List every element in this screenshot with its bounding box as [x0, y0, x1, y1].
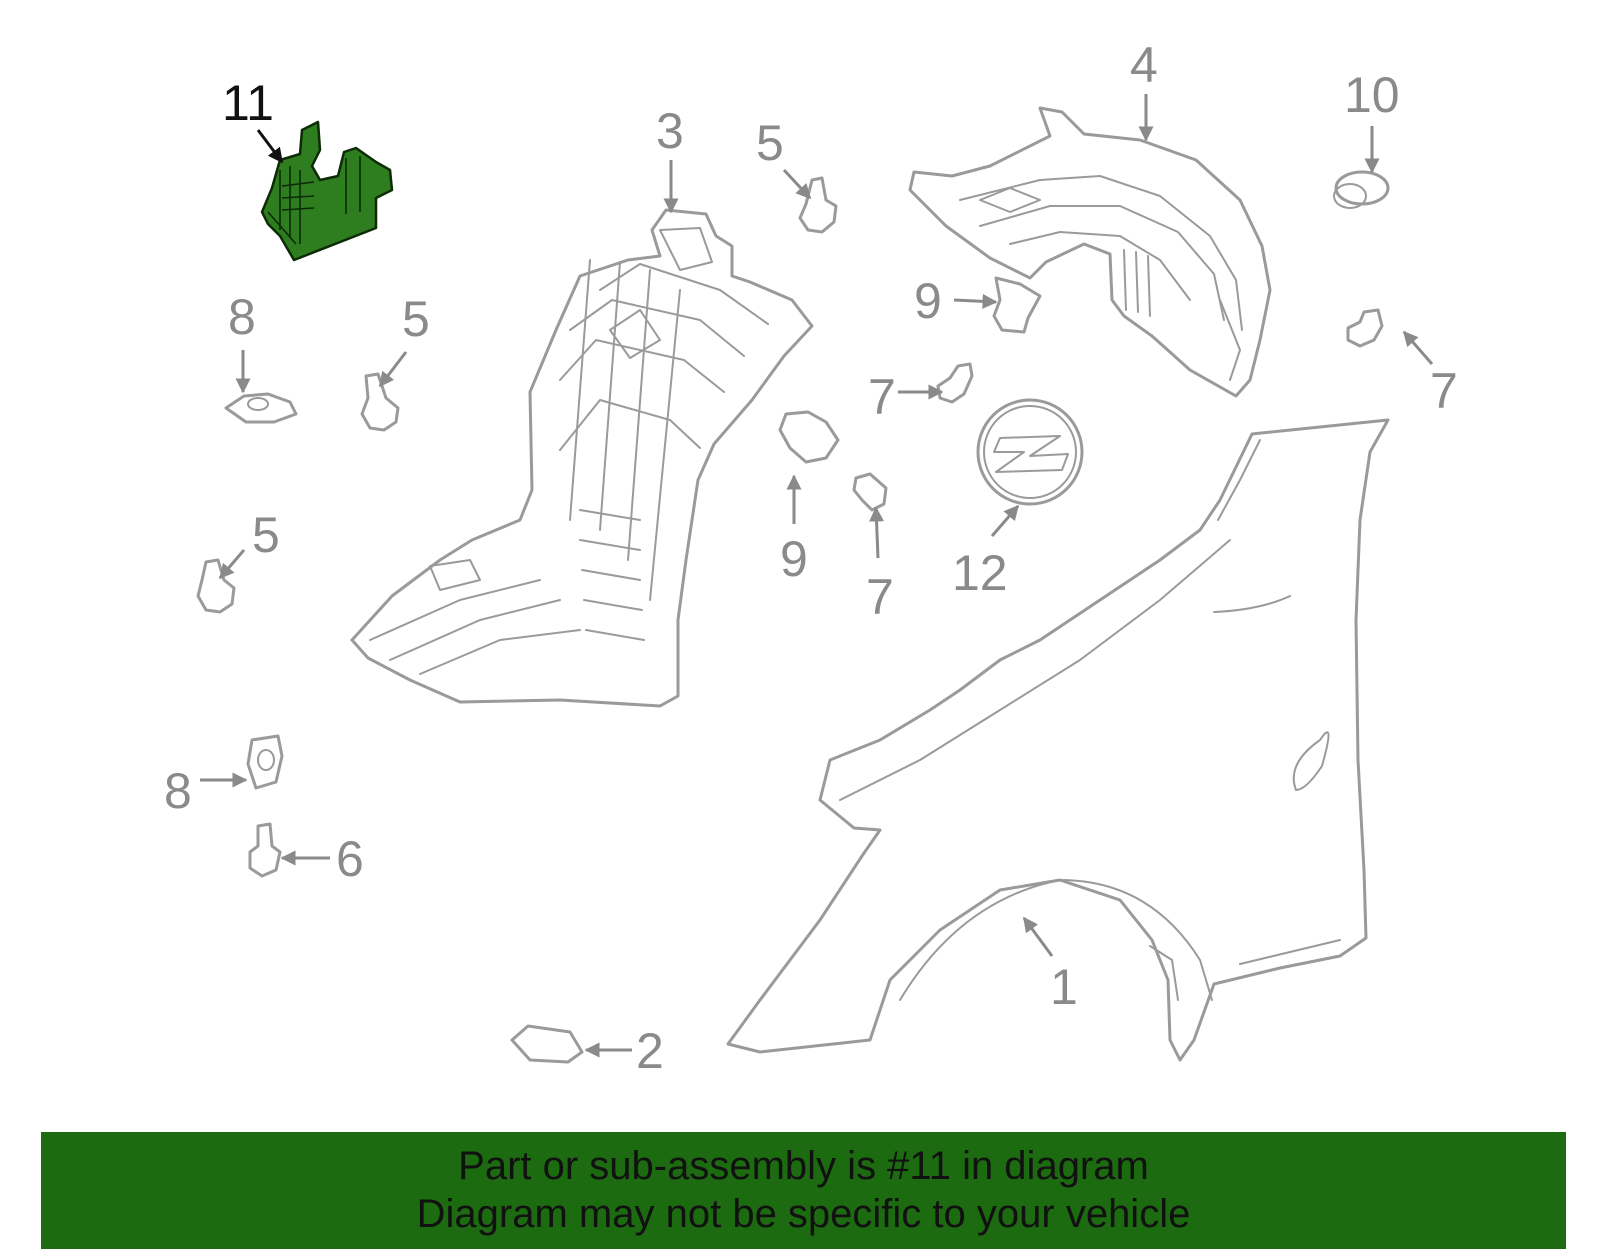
part-7-bolt-c [1346, 308, 1384, 348]
callout-9-b: 9 [780, 531, 808, 587]
callout-5-a: 5 [756, 115, 784, 171]
callout-6: 6 [336, 831, 364, 887]
part-5-clip-b [360, 372, 400, 432]
callout-7-a: 7 [868, 369, 896, 425]
callout-8-a: 8 [228, 289, 256, 345]
footer-banner: Part or sub-assembly is #11 in diagram D… [41, 1132, 1566, 1249]
leader-lines [200, 94, 1434, 1058]
part-12-emblem [976, 398, 1084, 506]
callout-9-a: 9 [914, 273, 942, 329]
part-1-fender-panel [726, 418, 1390, 1062]
callout-10: 10 [1344, 67, 1400, 123]
part-9-clip-b [778, 410, 840, 464]
callout-7-b: 7 [866, 569, 894, 625]
callout-7-c: 7 [1430, 363, 1458, 419]
callout-12: 12 [952, 545, 1008, 601]
part-7-bolt-b [852, 472, 888, 512]
callout-2: 2 [636, 1023, 664, 1079]
part-6-bolt [248, 822, 282, 878]
callout-5-b: 5 [402, 291, 430, 347]
part-8-nut-b [246, 734, 284, 790]
part-3-fender-liner-front [350, 208, 814, 708]
callout-1: 1 [1050, 959, 1078, 1015]
footer-line-part-number: Part or sub-assembly is #11 in diagram [458, 1144, 1149, 1188]
callout-5-c: 5 [252, 507, 280, 563]
part-10-grommet [1333, 170, 1390, 209]
part-2-cap [510, 1024, 584, 1064]
part-11-bracket[interactable] [260, 120, 394, 262]
part-8-nut-a [224, 392, 298, 424]
part-9-clip-a [992, 276, 1042, 334]
callout-8-b: 8 [164, 763, 192, 819]
footer-line-disclaimer: Diagram may not be specific to your vehi… [416, 1192, 1191, 1236]
callout-4: 4 [1130, 37, 1158, 93]
part-4-fender-liner-rear [908, 106, 1272, 398]
callout-3: 3 [656, 103, 684, 159]
callout-11: 11 [222, 75, 274, 131]
part-5-clip-a [798, 176, 838, 234]
part-7-bolt-a [936, 362, 974, 404]
